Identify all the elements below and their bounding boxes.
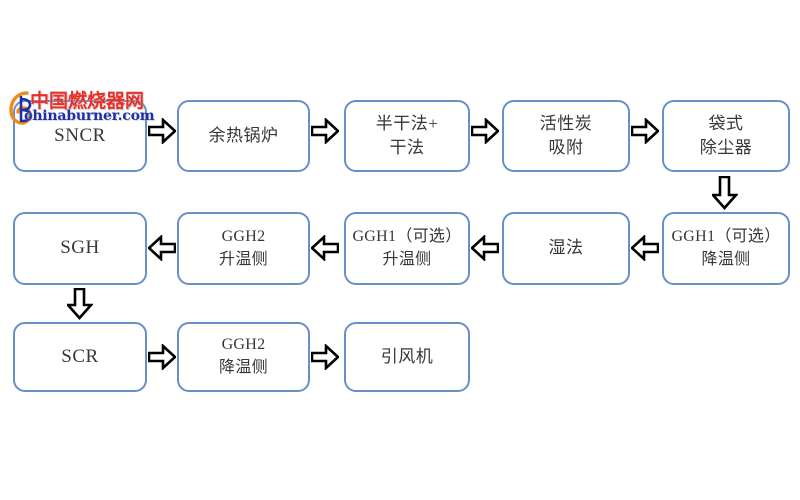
node-activated-carbon[interactable]: 活性炭 吸附 — [502, 100, 630, 172]
node-sgh[interactable]: SGH — [13, 212, 147, 285]
arrow-ggh2cool-to-idfan — [311, 344, 339, 370]
node-ggh2-heating[interactable]: GGH2 升温侧 — [177, 212, 310, 285]
node-wet-method[interactable]: 湿法 — [502, 212, 630, 285]
node-ggh2-cooling-line-1: GGH2 — [221, 336, 266, 354]
node-scr[interactable]: SCR — [13, 322, 147, 392]
node-ggh1-cooling[interactable]: GGH1（可选） 降温侧 — [662, 212, 790, 285]
arrow-carbon-to-bagfilter — [631, 118, 659, 144]
node-id-fan-line-1: 引风机 — [380, 346, 434, 366]
node-semi-dry-dry-line-2: 干法 — [389, 138, 425, 157]
node-semi-dry-dry[interactable]: 半干法+ 干法 — [344, 100, 470, 172]
node-bag-filter[interactable]: 袋式 除尘器 — [662, 100, 790, 172]
arrow-wet-to-ggh1heat — [471, 235, 499, 261]
node-ggh2-heating-line-1: GGH2 — [221, 227, 266, 245]
node-ggh2-cooling-line-2: 降温侧 — [219, 359, 268, 376]
node-ggh1-heating-line-1: GGH1（可选） — [352, 227, 462, 245]
node-sgh-line-1: SGH — [60, 237, 100, 259]
node-scr-line-1: SCR — [61, 345, 99, 367]
arrow-boiler-to-semidry — [311, 118, 339, 144]
arrow-ggh1cool-to-wet — [631, 235, 659, 261]
node-waste-heat-boiler[interactable]: 余热锅炉 — [177, 100, 310, 172]
node-bag-filter-line-1: 袋式 — [708, 113, 744, 133]
node-activated-carbon-line-2: 吸附 — [548, 138, 584, 157]
node-sncr-line-1: SNCR — [54, 124, 106, 146]
arrow-sncr-to-boiler — [148, 118, 176, 144]
arrow-sgh-to-scr — [67, 288, 93, 320]
node-ggh2-heating-line-2: 升温侧 — [219, 250, 268, 268]
node-ggh1-heating-line-2: 升温侧 — [382, 250, 432, 268]
node-ggh1-cooling-line-1: GGH1（可选） — [671, 227, 781, 245]
node-activated-carbon-line-1: 活性炭 — [539, 113, 593, 133]
node-bag-filter-line-2: 除尘器 — [699, 138, 753, 157]
node-id-fan[interactable]: 引风机 — [344, 322, 470, 392]
arrow-ggh1heat-to-ggh2heat — [311, 235, 339, 261]
node-sncr[interactable]: SNCR — [13, 100, 147, 172]
arrow-bagfilter-to-ggh1cool — [712, 176, 738, 210]
node-ggh1-cooling-line-2: 降温侧 — [701, 250, 751, 268]
arrow-scr-to-ggh2cool — [148, 344, 176, 370]
node-waste-heat-boiler-line-1: 余热锅炉 — [208, 125, 279, 145]
arrow-ggh2heat-to-sgh — [148, 235, 176, 261]
node-semi-dry-dry-line-1: 半干法+ — [375, 113, 439, 133]
arrow-semidry-to-carbon — [471, 118, 499, 144]
node-ggh1-heating[interactable]: GGH1（可选） 升温侧 — [344, 212, 470, 285]
node-wet-method-line-1: 湿法 — [548, 238, 584, 258]
node-ggh2-cooling[interactable]: GGH2 降温侧 — [177, 322, 310, 392]
